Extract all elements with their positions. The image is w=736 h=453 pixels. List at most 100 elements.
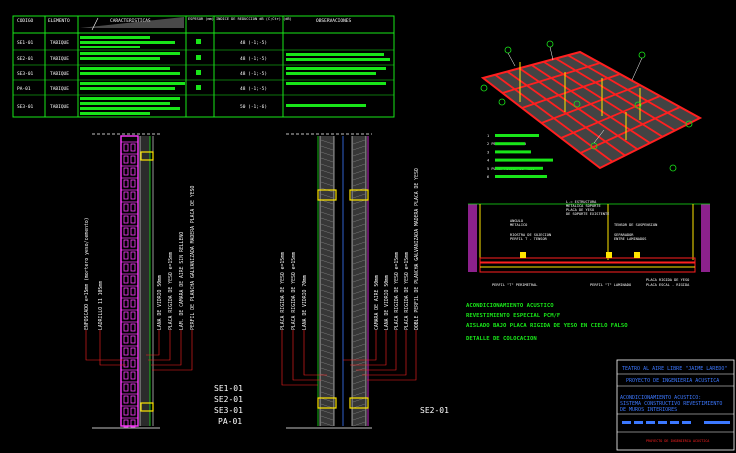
- insulation-hatch: [352, 163, 366, 169]
- row-element: TABIQUE: [50, 86, 69, 92]
- legend-item-label: 4: [487, 159, 489, 163]
- brick-hole: [123, 299, 129, 308]
- insulation-hatch: [352, 289, 366, 295]
- table-header-features: CARACTERISTICAS: [110, 18, 151, 24]
- insulation-hatch: [320, 163, 334, 169]
- insulation-hatch: [352, 301, 366, 307]
- insulation-hatch: [320, 283, 334, 289]
- row-code: SE3-01: [17, 104, 34, 110]
- insulation-hatch: [320, 175, 334, 181]
- row-element: TABIQUE: [50, 104, 69, 110]
- insulation-hatch: [320, 145, 334, 151]
- elements-table: CODIGO ELEMENTO CARACTERISTICAS ESPESOR …: [12, 15, 395, 118]
- brick-hole: [130, 299, 136, 308]
- insulation-hatch: [320, 205, 334, 211]
- section-left-label: ENFOSCADO e=15mm (mortero yeso/cemento): [84, 217, 90, 330]
- brick-hole: [130, 275, 136, 284]
- brick-hole: [123, 167, 129, 176]
- insulation-hatch: [320, 313, 334, 319]
- title-line: ACONDICIONAMIENTO ACUSTICO:: [620, 395, 701, 401]
- title-line: DE MUROS INTERIORES: [620, 407, 677, 413]
- row-code: SE3-01: [17, 71, 34, 77]
- brick-hole: [123, 371, 129, 380]
- brick-hole: [130, 239, 136, 248]
- section-right-label: PLACA RIGIDA DE YESO e=15mm: [404, 252, 410, 330]
- section-left-label: PLACA RIGIDA DE YESO e=15mm: [168, 252, 174, 330]
- brick-hole: [123, 203, 129, 212]
- brick-hole: [123, 383, 129, 392]
- row-code: SE1-01: [17, 40, 34, 46]
- legend-item-swatch: [495, 150, 531, 154]
- insulation-hatch: [320, 259, 334, 265]
- insulation-hatch: [352, 361, 366, 367]
- ceiling-grid-line: [521, 73, 621, 109]
- insulation-hatch: [320, 415, 334, 421]
- detail-label: PLACA DE YESO: [566, 208, 594, 212]
- table-header-observations: OBSERVACIONES: [316, 18, 352, 24]
- insulation-hatch: [352, 157, 366, 163]
- brick-hole: [123, 395, 129, 404]
- brick-hole: [123, 215, 129, 224]
- detail-label: PERFIL "T" LAMINADO: [590, 283, 631, 287]
- insulation-hatch: [320, 223, 334, 229]
- ceiling-isometric: [480, 40, 703, 172]
- section-right-label: CAMARA DE AIRE 50mm: [374, 275, 380, 330]
- brick-hole: [130, 419, 136, 428]
- title-block-mark: [658, 421, 667, 424]
- brick-hole: [123, 347, 129, 356]
- insulation-hatch: [320, 271, 334, 277]
- table-header-reduction: INDICE DE REDUCCION dB (C;Ctr) (dB): [216, 17, 292, 21]
- insulation-hatch: [352, 307, 366, 313]
- insulation-hatch: [352, 265, 366, 271]
- insulation-hatch: [320, 151, 334, 157]
- notes-block: ACONDICIONAMIENTO ACUSTICO REVESTIMIENTO…: [466, 303, 628, 342]
- insulation-hatch: [320, 235, 334, 241]
- insulation-hatch: [352, 151, 366, 157]
- insulation-hatch: [320, 295, 334, 301]
- brick-hole: [123, 287, 129, 296]
- brick-hole: [130, 407, 136, 416]
- brick-hole: [130, 227, 136, 236]
- insulation-hatch: [352, 385, 366, 391]
- brick-hole: [130, 359, 136, 368]
- insulation-hatch: [320, 367, 334, 373]
- insulation-hatch: [320, 289, 334, 295]
- insulation-hatch: [320, 421, 334, 427]
- insulation-hatch: [352, 397, 366, 403]
- section-code: SE1-01: [214, 384, 243, 393]
- row-reduction: 48 (-1;-5): [240, 56, 267, 62]
- section-left-label: LADRILLO 11 105mm: [98, 281, 104, 330]
- insulation-hatch: [352, 253, 366, 259]
- note-line: DETALLE DE COLOCACION: [466, 336, 537, 342]
- insulation-hatch: [352, 295, 366, 301]
- brick-hole: [130, 287, 136, 296]
- brick-hole: [123, 239, 129, 248]
- insulation-hatch: [320, 403, 334, 409]
- brick-hole: [123, 179, 129, 188]
- insulation-hatch: [352, 403, 366, 409]
- detail-label: PLACA ESCAL - RIGIDA: [646, 283, 690, 287]
- insulation-hatch: [352, 271, 366, 277]
- wall-section-right: PLACA RIGIDA DE YESO e=15mm PLACA RIGIDA…: [280, 133, 449, 429]
- brick-hole: [123, 143, 129, 152]
- brick-hole: [123, 359, 129, 368]
- row-code: SE2-01: [17, 56, 34, 62]
- row-reduction: 48 (-1;-5): [240, 40, 267, 46]
- title-block-mark: [682, 421, 691, 424]
- row-element: TABIQUE: [50, 40, 69, 46]
- insulation-hatch: [320, 217, 334, 223]
- insulation-hatch: [352, 283, 366, 289]
- section-code: PA-01: [218, 417, 242, 426]
- insulation-hatch: [320, 391, 334, 397]
- insulation-hatch: [352, 391, 366, 397]
- detail-label: RIOSTRA DE SUJECION: [510, 233, 551, 237]
- table-row: SE2-01 TABIQUE 48 (-1;-5): [17, 52, 390, 62]
- ceiling-grid-line: [560, 95, 661, 139]
- insulation-hatch: [352, 175, 366, 181]
- title-block-mark: [622, 421, 631, 424]
- brick-hole: [123, 263, 129, 272]
- insulation-hatch: [352, 343, 366, 349]
- legend-item-swatch: [495, 134, 539, 137]
- brick-hole: [123, 251, 129, 260]
